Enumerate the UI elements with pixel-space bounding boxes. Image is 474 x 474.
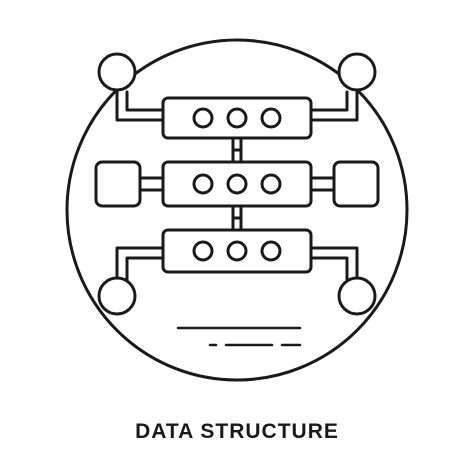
node-top-left xyxy=(97,52,137,92)
dot-icon xyxy=(192,107,214,129)
node-bottom-left xyxy=(97,276,137,316)
data-row-2 xyxy=(161,160,313,208)
dot-icon xyxy=(192,240,214,262)
connector-bottom-left xyxy=(115,246,165,290)
dot-icon xyxy=(226,240,248,262)
connector-top-left xyxy=(115,86,165,122)
node-bottom-right xyxy=(337,276,377,316)
dot-icon xyxy=(260,240,282,262)
node-top-right xyxy=(337,52,377,92)
connector-top-right xyxy=(309,86,359,122)
connector-middle-left xyxy=(138,176,165,192)
dot-icon xyxy=(260,173,282,195)
connector-middle-right xyxy=(309,176,336,192)
connector-row1-row2 xyxy=(231,136,243,164)
ground-lines xyxy=(176,326,302,347)
node-middle-left xyxy=(94,160,142,208)
dot-icon xyxy=(226,173,248,195)
node-middle-right xyxy=(332,160,380,208)
caption-title: DATA STRUCTURE xyxy=(135,420,339,443)
data-row-1 xyxy=(161,96,313,140)
dot-icon xyxy=(192,173,214,195)
dot-icon xyxy=(260,107,282,129)
data-row-3 xyxy=(161,228,313,274)
connector-bottom-right xyxy=(309,246,359,290)
outer-ring xyxy=(65,38,409,382)
dot-icon xyxy=(226,107,248,129)
connector-row2-row3 xyxy=(231,204,243,232)
